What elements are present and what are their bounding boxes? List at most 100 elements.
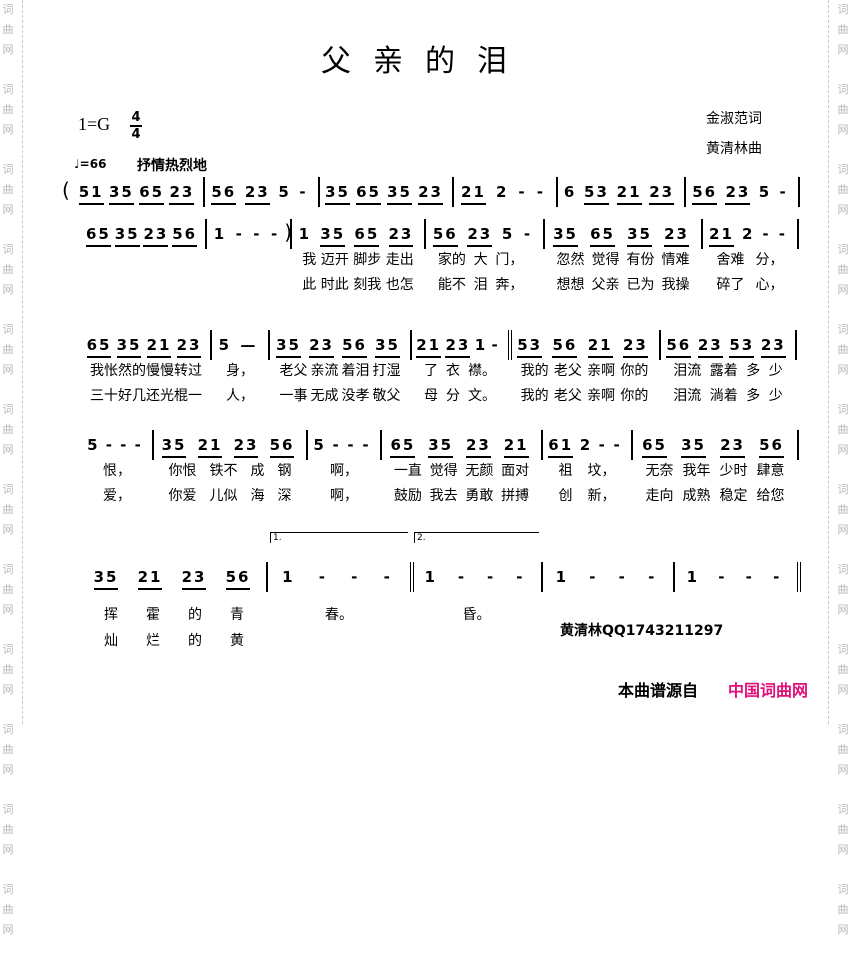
bar-line — [306, 430, 308, 460]
lyric-word: 我 — [302, 252, 317, 268]
note-group: 2 — [495, 183, 509, 201]
lyric-word: 给您 — [756, 488, 785, 504]
extension-dash: — — [240, 336, 258, 354]
lyric-line-1: 你恨铁不成钢 — [162, 460, 298, 480]
lyric-line-2: 我的老父亲啊你的 — [518, 385, 651, 405]
extension-dash: - — [120, 436, 129, 454]
bar-line — [659, 330, 661, 360]
note-group: 35 — [114, 225, 140, 247]
lyric-word: 分 — [446, 388, 460, 404]
lyric-word: 我的 — [520, 388, 549, 404]
note-group: 21 — [587, 336, 613, 358]
lyric-line-2: 创新， — [551, 485, 623, 505]
note-group: 56 — [759, 436, 784, 458]
time-bottom: 4 — [131, 127, 141, 142]
lyric-line-1: 挥霍的青 — [90, 604, 258, 624]
extension-dash: - — [270, 225, 280, 243]
source-site-link[interactable]: 中国词曲网 — [728, 681, 809, 700]
note-group: 65 — [356, 183, 381, 205]
extension-dash: - — [487, 568, 496, 586]
note-group: 56 — [342, 336, 367, 358]
lyric-word: 泪流 — [673, 388, 702, 404]
extension-dash: - — [134, 436, 143, 454]
bar-line — [205, 219, 207, 249]
lyric-word: 创 — [558, 488, 573, 504]
lyric-line-2: 三十好几还光棍一 — [90, 385, 202, 405]
lyric-word: 多 — [746, 388, 761, 404]
note-group: 56 — [692, 183, 718, 205]
lyric-word: 打湿 — [372, 363, 401, 379]
extension-dash: - — [516, 568, 525, 586]
note-group: 1 — [686, 568, 700, 586]
watermark-left: 词曲网词曲网词曲网词曲网词曲网词曲网词曲网词曲网词曲网词曲网词曲网词曲网 — [2, 3, 14, 936]
extension-dash: - — [362, 436, 371, 454]
lyric-word: 人， — [226, 388, 254, 404]
lyric-word: 亲流 — [310, 363, 339, 379]
note-group: 51 — [78, 183, 104, 205]
lyric-word: 忽然 — [556, 252, 585, 268]
note-group: 2 — [741, 225, 755, 243]
lyric-word: 然的 — [118, 363, 146, 379]
extension-dash: - — [648, 568, 657, 586]
note-group: 65 — [354, 225, 380, 247]
note-group: 56 — [666, 336, 692, 358]
time-top: 4 — [131, 110, 141, 125]
lyric-word: 铁不 — [209, 463, 238, 479]
measure: 5---恨，爱， — [84, 436, 146, 504]
note-group: 5 — [501, 225, 515, 243]
note-group: 21 — [416, 336, 442, 358]
note-group-row: 1--- — [209, 225, 284, 245]
lyric-line-2: 想想父亲已为我操 — [553, 274, 693, 294]
lyric-word: 也怎 — [385, 277, 414, 293]
lyric-line-2: 你爱儿似海深 — [162, 485, 298, 505]
composer-credit: 黄清林曲 — [706, 141, 762, 157]
lyric-word: 着泪 — [341, 363, 370, 379]
note-group: 21 — [503, 436, 529, 458]
lyric-word: 少 — [768, 388, 783, 404]
extension-dash: - — [773, 568, 782, 586]
lyric-word: 转过 — [174, 363, 202, 379]
extension-dash: - — [618, 568, 627, 586]
bar-line — [795, 330, 797, 360]
note-group: 35 — [553, 225, 578, 247]
note-group: 1 — [298, 225, 312, 243]
note-group: 23 — [664, 225, 689, 247]
note-group-row: 1--- — [270, 568, 404, 588]
note-group: 35 — [375, 336, 400, 358]
extension-dash: - — [718, 568, 727, 586]
lyric-line-1: 无奈我年少时肆意 — [641, 460, 789, 480]
lyric-line-2: 人， — [220, 385, 260, 405]
extension-dash: - — [589, 568, 598, 586]
close-paren: ) — [284, 220, 292, 244]
extension-dash: - — [598, 436, 607, 454]
lyric-word: 新， — [587, 488, 616, 504]
bar-line — [541, 430, 543, 460]
note-group: 5 — [218, 336, 232, 354]
note-group: 6 — [563, 183, 577, 201]
bar-line — [684, 177, 686, 207]
lyric-word: 儿似 — [209, 488, 238, 504]
note-group: 56 — [552, 336, 578, 358]
watermark-right: 词曲网词曲网词曲网词曲网词曲网词曲网词曲网词曲网词曲网词曲网词曲网词曲网 — [837, 3, 849, 936]
note-group: 23 — [388, 225, 414, 247]
note-group: 5 — [87, 436, 100, 454]
extension-dash: - — [518, 183, 527, 201]
lyric-line-2: 母分文。 — [420, 385, 500, 405]
lyric-word: 此 — [302, 277, 317, 293]
extension-dash: - — [351, 568, 360, 586]
note-group-row: 1--- — [677, 568, 791, 588]
lyric-word: 襟。 — [468, 363, 496, 379]
note-group: 53 — [729, 336, 755, 358]
note-group-row: 5--- — [310, 436, 374, 456]
margin-divider-left — [22, 0, 23, 724]
note-group: 23 — [622, 336, 648, 358]
bar-line — [210, 330, 212, 360]
note-group-row: 5— — [214, 336, 262, 356]
lyric-word: 你的 — [620, 363, 649, 379]
tempo-mark: ♩=66 — [74, 157, 107, 171]
